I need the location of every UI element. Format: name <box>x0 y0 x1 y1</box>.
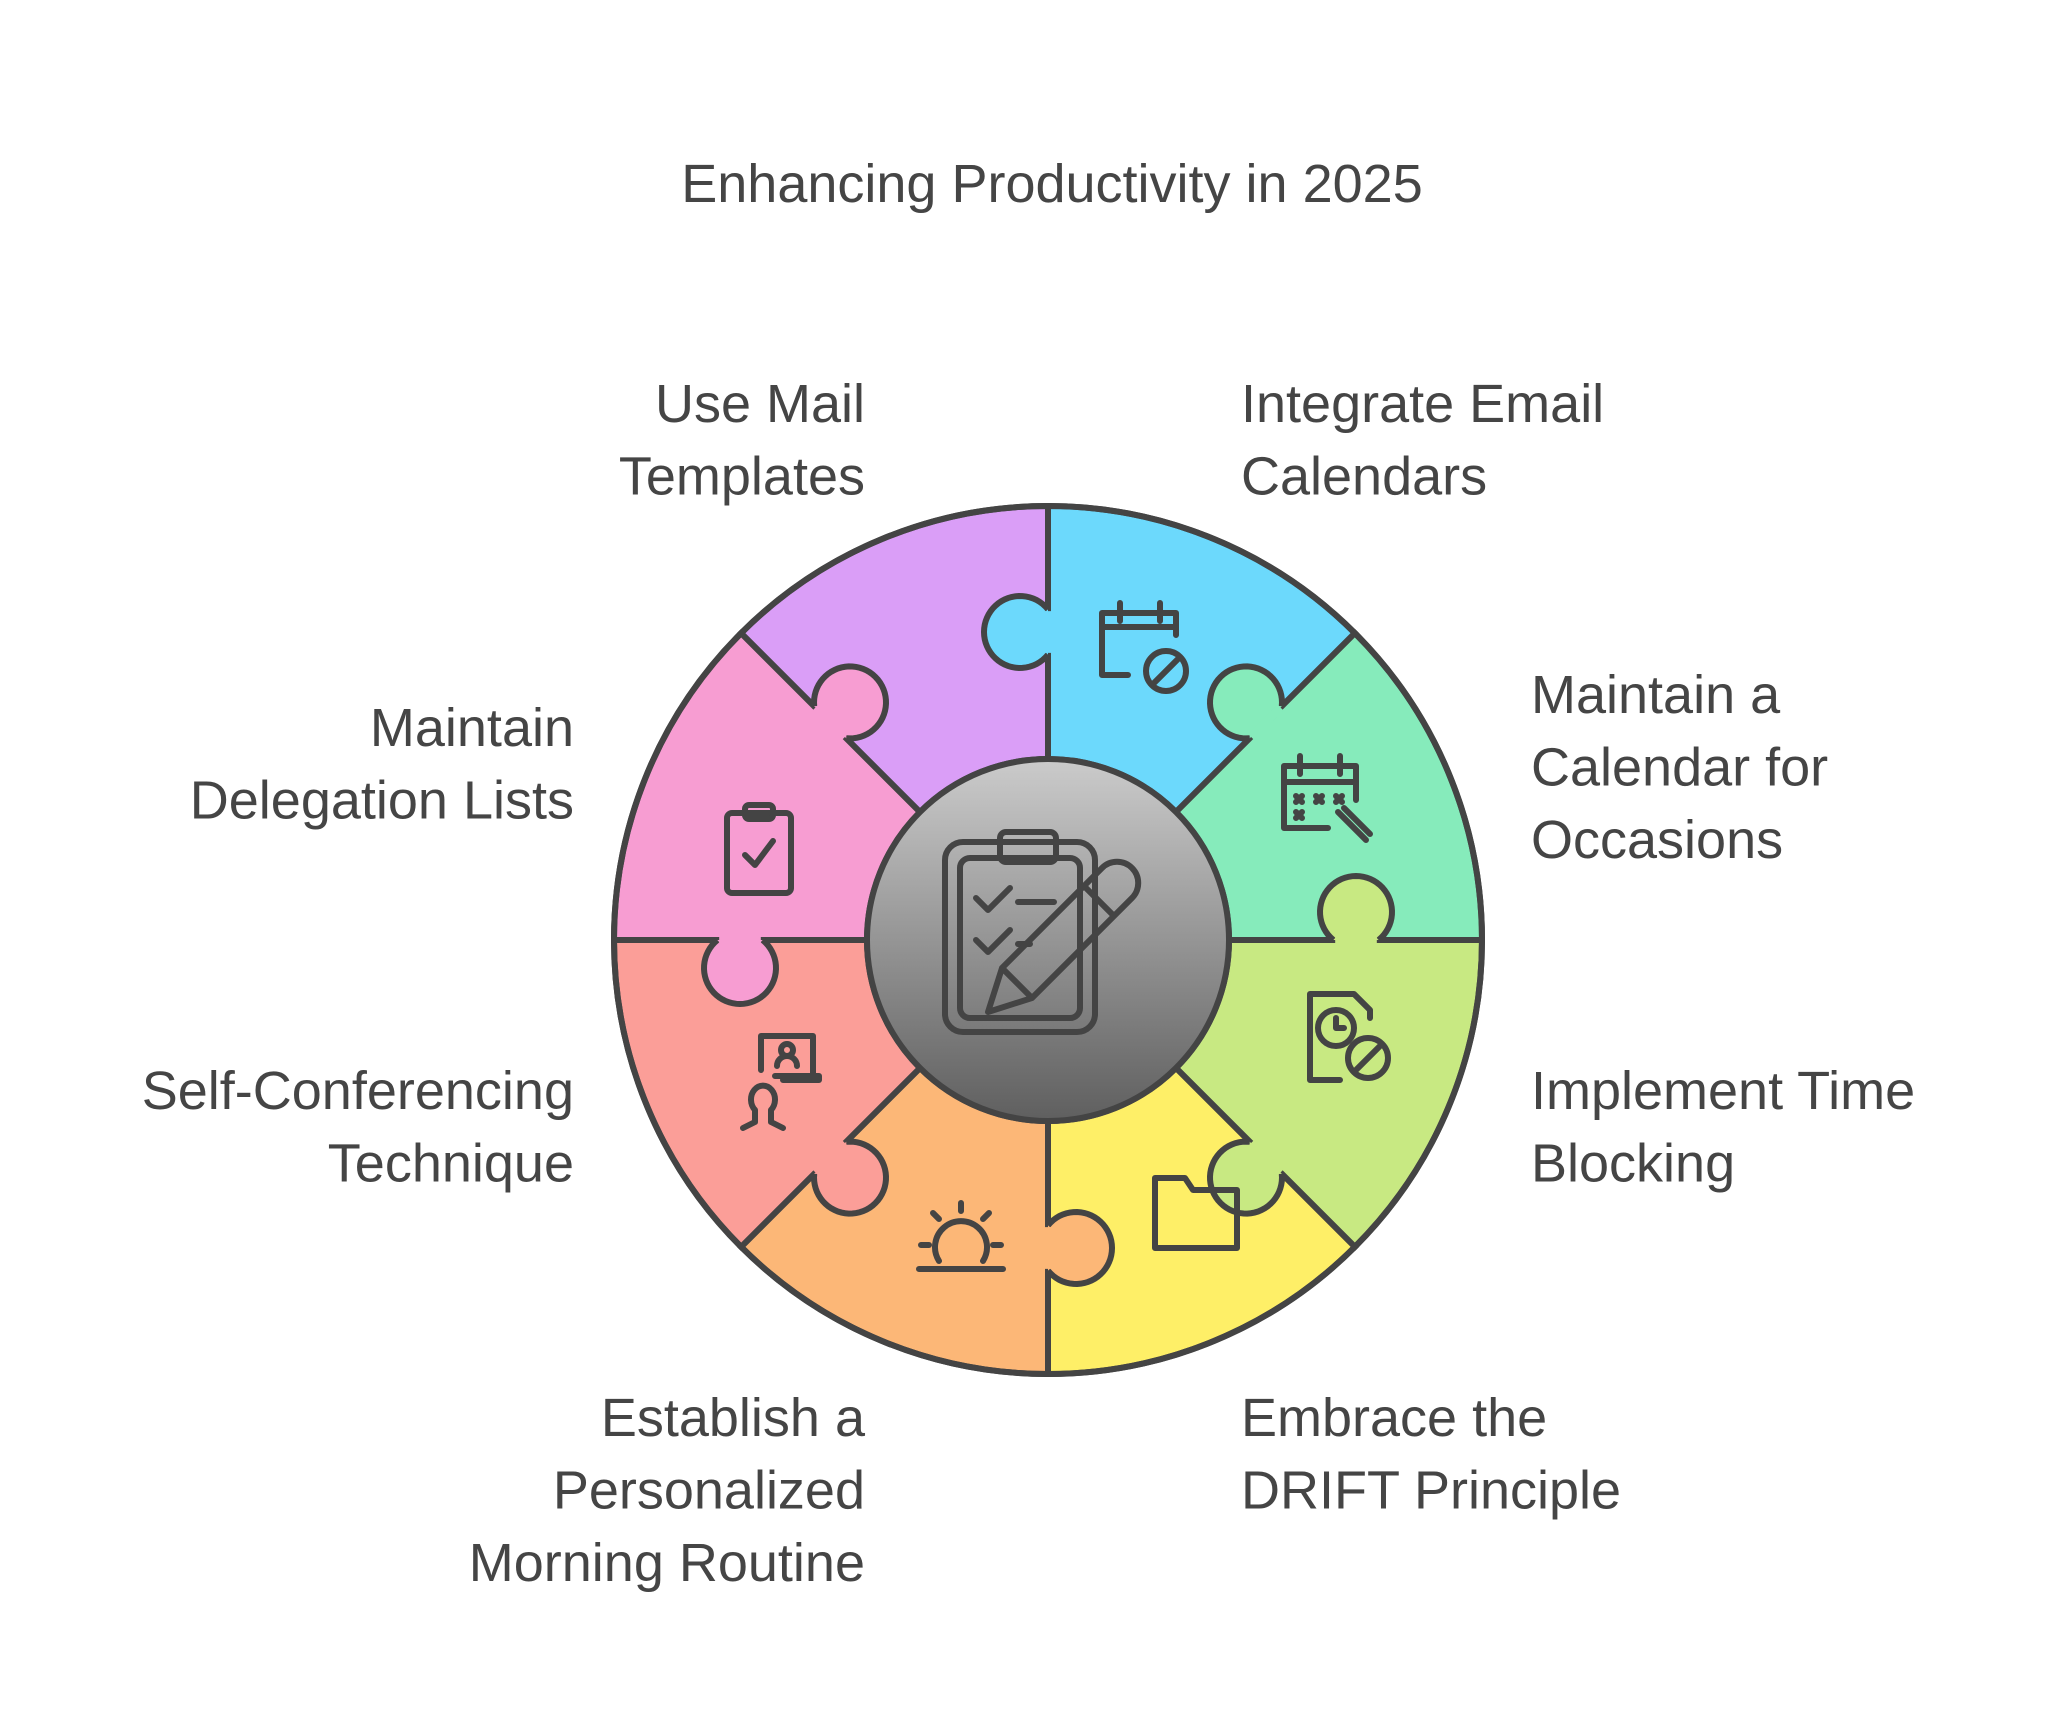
folder-icon <box>1152 1175 1240 1251</box>
label-line: Templates <box>619 447 865 507</box>
tab-joint <box>1248 704 1284 740</box>
label-line: Use Mail <box>655 374 865 434</box>
label-line: DRIFT Principle <box>1241 1461 1621 1521</box>
label-line: Calendar for <box>1531 738 1828 798</box>
label-line: Implement Time <box>1531 1061 1915 1121</box>
clipboard-pencil-icon <box>942 829 1142 1035</box>
clipboard-check-icon <box>724 802 794 896</box>
puzzle-tab <box>980 593 1051 671</box>
center-hub <box>864 756 1232 1124</box>
label-line: Maintain a <box>1531 665 1781 725</box>
label-line: Blocking <box>1531 1134 1735 1194</box>
outer-ring <box>611 503 1485 1377</box>
calendar-block-icon <box>1099 600 1189 694</box>
calendar-edit-icon <box>1281 753 1373 843</box>
label-line: Self-Conferencing <box>142 1061 574 1121</box>
label-line: Calendars <box>1241 447 1487 507</box>
label-line: Integrate Email <box>1241 374 1604 434</box>
puzzle-tabs <box>701 593 1395 1287</box>
label-line: Morning Routine <box>469 1533 865 1593</box>
label-line: Personalized <box>553 1461 865 1521</box>
label-line: Maintain <box>370 698 574 758</box>
tab-joint <box>812 704 848 740</box>
video-conference-icon <box>740 1033 822 1131</box>
document-clock-icon <box>1307 991 1391 1083</box>
tab-joint <box>812 1140 848 1176</box>
puzzle-tab <box>1317 872 1395 943</box>
diagram-title: Enhancing Productivity in 2025 <box>681 154 1422 214</box>
label-line: Occasions <box>1531 810 1783 870</box>
puzzle-tab <box>701 937 779 1008</box>
label-line: Establish a <box>601 1388 866 1448</box>
tab-joint <box>1248 1140 1284 1176</box>
label-line: Delegation Lists <box>190 771 574 831</box>
label-line: Technique <box>328 1134 574 1194</box>
sunrise-icon <box>916 1200 1006 1272</box>
puzzle-tab <box>1045 1209 1116 1287</box>
label-line: Embrace the <box>1241 1388 1547 1448</box>
